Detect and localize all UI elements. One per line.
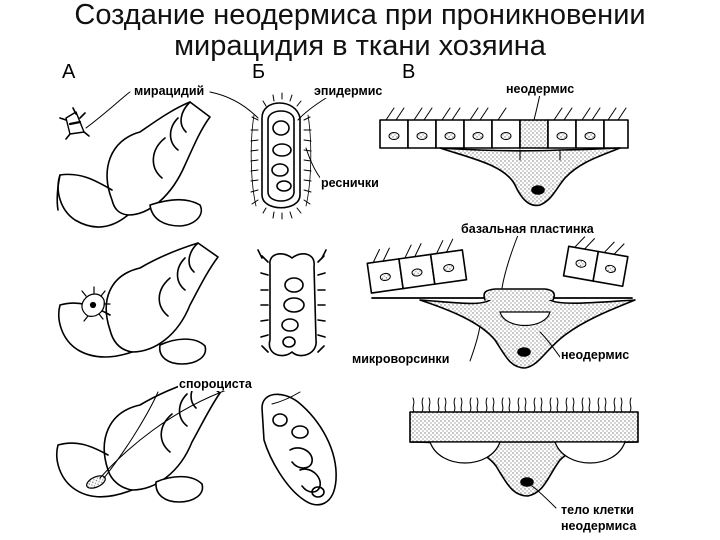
column-label-c: В xyxy=(402,61,416,83)
transforming-larva xyxy=(258,250,326,356)
label-cell-body-line-1: тело клетки xyxy=(560,503,635,517)
label-miracidium: мирацидий xyxy=(133,84,206,98)
page-title-line-2: мирацидия в ткани хозяина xyxy=(174,30,546,62)
label-neodermis-top: неодермис xyxy=(505,82,576,96)
snail-shell-3 xyxy=(57,378,220,502)
miracidium-section xyxy=(262,103,300,208)
label-basal-lamina: базальная пластинка xyxy=(460,222,595,236)
page-title-line-1: Создание неодермиса при проникновении xyxy=(74,0,646,31)
sporocyst-body xyxy=(262,394,336,505)
miracidium-larva xyxy=(60,92,130,139)
label-epidermis: эпидермис xyxy=(313,84,384,98)
label-sporocyst: спороциста xyxy=(178,377,253,391)
leader-lines xyxy=(100,92,560,508)
neodermis-section-1 xyxy=(380,108,628,205)
neodermis-section-2 xyxy=(366,234,635,368)
label-neodermis-mid: неодермис xyxy=(560,348,631,362)
label-microvilli: микроворсинки xyxy=(351,352,451,366)
snail-shell-1 xyxy=(57,102,210,227)
penetrating-miracidium xyxy=(82,287,110,321)
column-label-b: Б xyxy=(252,61,266,83)
cilia-fringe xyxy=(251,93,311,219)
label-cell-body-line-2: неодермиса xyxy=(560,519,638,533)
neodermis-section-3 xyxy=(410,398,638,496)
column-label-a: А xyxy=(62,61,76,83)
sporocyst-in-snail xyxy=(85,392,158,491)
label-cilia: реснички xyxy=(320,176,380,190)
